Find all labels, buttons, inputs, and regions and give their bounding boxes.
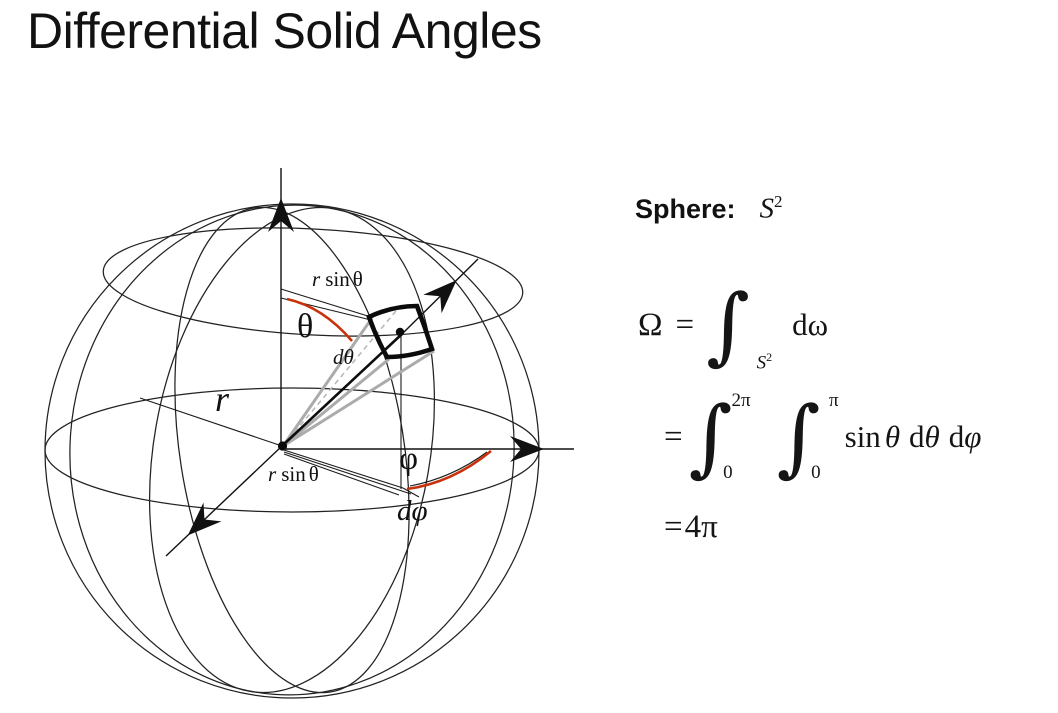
eq1-domain-exponent: 2	[766, 349, 773, 364]
rsin-bottom-line-c	[283, 453, 400, 496]
sphere-space-letter: S	[759, 192, 775, 225]
eq1-integrand: dω	[792, 307, 829, 342]
sphere-heading: Sphere:	[635, 193, 736, 224]
theta-symbol: θ	[884, 419, 901, 454]
label-radius: r	[215, 379, 230, 419]
cone-edge-right	[282, 349, 435, 448]
theta-symbol: θ	[924, 419, 940, 454]
sin-function: sin	[844, 419, 881, 454]
solid-angle-patch	[366, 303, 435, 360]
meridian-circle-wide	[69, 204, 515, 696]
integral-sign: ∫	[776, 388, 821, 486]
rsin-top-line-a	[280, 288, 372, 318]
eq2-lower-limit-0: 0	[811, 462, 821, 483]
cone-edge-left	[281, 317, 374, 447]
rsin-bottom-line-b	[283, 451, 412, 495]
differential-d: d	[909, 419, 925, 454]
meridian-circle-narrow	[174, 206, 410, 694]
integral-sign: ∫	[688, 388, 733, 486]
direction-axis	[402, 258, 479, 334]
label-r-sin-theta-top-coeff: r	[312, 267, 321, 291]
theta-arc	[286, 297, 353, 342]
equation-result: = 4π	[664, 509, 718, 545]
eq1-omega: Ω	[638, 306, 663, 343]
label-phi: φ	[399, 441, 419, 477]
patch-center-dot	[395, 327, 405, 337]
sphere-space-symbol: S2	[760, 192, 783, 226]
eq2-integral-phi: ∫ 2π 0	[689, 391, 751, 482]
eq1-integral-domain: S2	[757, 351, 773, 372]
phi-symbol: φ	[964, 419, 982, 454]
differential-d: d	[948, 419, 965, 454]
label-r-sin-theta-top-angle: θ	[352, 267, 363, 291]
label-r-sin-theta-bottom-coeff: r	[268, 462, 277, 486]
sphere-outline	[44, 203, 540, 699]
label-r-sin-theta-bottom-fn: sin	[281, 462, 306, 486]
dphi-foot-tick	[402, 487, 420, 498]
meridian-circle-front	[148, 206, 436, 694]
eq1-equals: =	[675, 306, 695, 343]
eq2-upper-limit-pi: π	[829, 390, 839, 411]
eq3-equals: =	[664, 508, 683, 545]
page-title: Differential Solid Angles	[27, 3, 542, 59]
label-d-phi: dφ	[397, 495, 428, 527]
latitude-circle	[102, 227, 524, 337]
cone-edge-bottom	[282, 357, 390, 448]
eq1-integral: ∫ S2	[706, 282, 772, 372]
eq2-lower-limit-0: 0	[723, 462, 733, 483]
sphere-space-exponent: 2	[774, 192, 783, 211]
eq1-domain-letter: S	[756, 352, 767, 373]
eq2-upper-limit-2pi: 2π	[731, 390, 751, 411]
integral-sign: ∫	[706, 276, 750, 374]
sphere-center-dot	[277, 441, 288, 451]
viewer-axis	[165, 445, 283, 557]
label-r-sin-theta-top-fn: sin	[325, 267, 350, 291]
label-d-theta: dθ	[333, 345, 354, 369]
radius-line	[139, 397, 286, 448]
phi-arc	[406, 449, 492, 491]
rsin-bottom-line-a	[283, 449, 404, 489]
eq2-equals: =	[664, 418, 683, 455]
eq2-integral-theta: ∫ π 0	[777, 391, 839, 482]
label-theta: θ	[297, 308, 314, 345]
sphere-heading-row: Sphere: S2	[635, 192, 783, 226]
label-r-sin-theta-bottom-angle: θ	[308, 462, 319, 486]
equation-omega-integral: Ω = ∫ S2 dω	[638, 280, 829, 372]
axes	[165, 168, 574, 557]
angle-arcs	[286, 297, 492, 491]
equator-circle	[44, 387, 540, 513]
sphere-wireframe	[44, 203, 540, 699]
dphi-inner-arc	[409, 451, 488, 487]
eq3-value: 4π	[684, 508, 718, 545]
